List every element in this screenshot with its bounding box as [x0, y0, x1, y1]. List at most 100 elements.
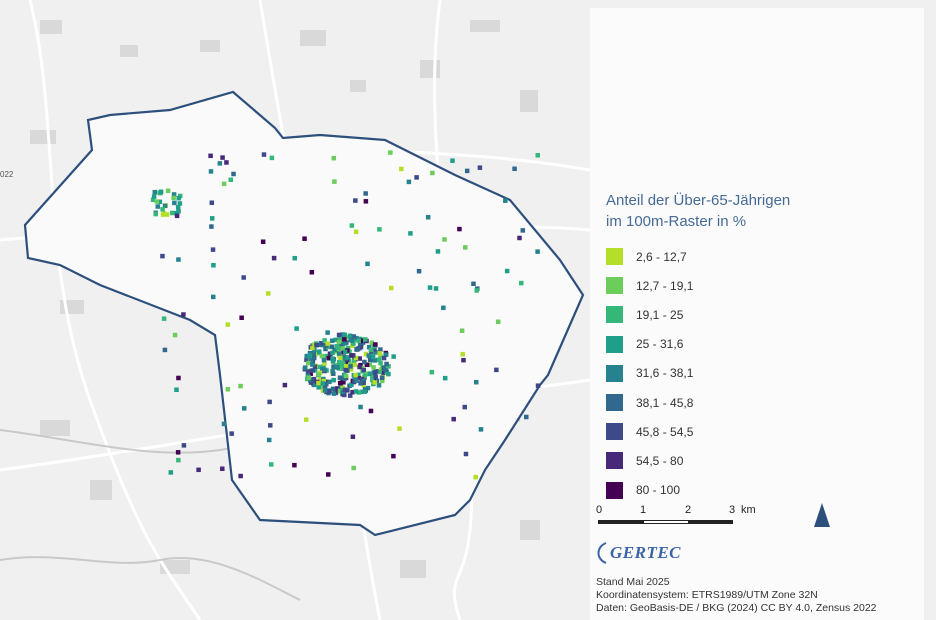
raster-cell — [359, 376, 365, 382]
raster-cell — [150, 197, 156, 202]
raster-cell — [302, 236, 307, 241]
raster-cell — [348, 364, 353, 369]
raster-cell — [208, 169, 214, 174]
raster-cell — [378, 360, 383, 366]
legend-label: 19,1 - 25 — [636, 307, 684, 322]
raster-cell — [370, 377, 375, 383]
raster-cell — [306, 360, 311, 366]
raster-cell — [327, 389, 332, 394]
raster-cell — [356, 390, 362, 395]
logo-arc-icon — [597, 542, 607, 564]
raster-cell — [341, 380, 346, 385]
raster-cell — [162, 203, 168, 209]
raster-cell — [316, 380, 321, 386]
raster-cell — [332, 179, 337, 184]
raster-cell — [327, 379, 332, 385]
raster-cell — [160, 207, 165, 212]
raster-cell — [317, 364, 323, 370]
raster-cell — [241, 275, 246, 280]
raster-cell — [238, 473, 243, 479]
raster-cell — [473, 474, 478, 480]
raster-cell — [311, 382, 317, 388]
raster-cell — [345, 345, 351, 351]
raster-cell — [266, 437, 272, 443]
raster-cell — [381, 355, 387, 361]
raster-cell — [155, 204, 161, 209]
raster-cell — [308, 380, 314, 385]
raster-cell — [176, 375, 181, 381]
raster-cell — [416, 268, 422, 274]
raster-cell — [399, 166, 404, 172]
raster-cell — [229, 431, 234, 436]
legend-title-line2: im 100m-Raster in % — [606, 213, 747, 230]
raster-cell — [460, 351, 465, 357]
raster-cell — [306, 375, 312, 380]
raster-cell — [477, 165, 483, 170]
raster-cell — [176, 209, 181, 214]
raster-cell — [478, 427, 484, 432]
raster-cell — [161, 316, 167, 321]
raster-cell — [172, 332, 178, 338]
raster-cell — [317, 377, 323, 382]
raster-cell — [406, 179, 412, 185]
raster-cell — [326, 472, 331, 477]
raster-cell — [316, 372, 322, 377]
raster-cell — [337, 380, 343, 386]
raster-cell — [311, 355, 317, 361]
raster-cell — [225, 322, 231, 327]
raster-cell — [350, 343, 355, 348]
raster-cell — [464, 168, 470, 174]
legend-label: 12,7 - 19,1 — [636, 278, 694, 293]
raster-cell — [427, 285, 433, 290]
raster-cell — [524, 414, 529, 420]
raster-cell — [310, 362, 315, 367]
raster-cell — [364, 362, 370, 368]
raster-cell — [377, 369, 383, 375]
raster-cell — [238, 383, 243, 389]
raster-cell — [358, 404, 363, 410]
raster-cell — [171, 195, 176, 201]
raster-cell — [175, 204, 181, 210]
raster-cell — [517, 235, 522, 241]
edge-text-fragment: 022 — [0, 170, 14, 179]
raster-cell — [376, 383, 382, 388]
raster-cell — [217, 161, 223, 166]
raster-cell — [335, 365, 341, 370]
raster-cell — [372, 370, 378, 375]
scale-segment — [599, 521, 644, 523]
raster-cell — [347, 333, 353, 339]
raster-cell — [343, 363, 349, 369]
legend-item: 12,7 - 19,1 — [606, 271, 693, 300]
raster-cell — [352, 362, 358, 368]
raster-cell — [335, 363, 341, 368]
raster-cell — [304, 353, 309, 359]
scale-tick-label: 0 — [595, 504, 603, 516]
raster-cell — [271, 255, 277, 261]
legend-label: 54,5 - 80 — [636, 453, 684, 468]
raster-cell — [430, 170, 435, 176]
raster-cell — [370, 374, 375, 380]
raster-cell — [357, 356, 362, 361]
raster-cell — [351, 465, 356, 471]
raster-cell — [414, 175, 419, 180]
raster-cell — [360, 340, 366, 345]
raster-cell — [357, 341, 363, 347]
raster-cell — [355, 346, 361, 351]
raster-cell — [343, 340, 348, 346]
raster-cell — [380, 378, 385, 384]
raster-cell — [371, 365, 376, 370]
raster-cell — [366, 344, 372, 350]
legend-item: 2,6 - 12,7 — [606, 242, 693, 271]
raster-cell — [314, 342, 319, 348]
raster-cell — [362, 389, 367, 394]
raster-cell — [152, 189, 158, 195]
raster-cell — [157, 199, 163, 205]
raster-cell — [391, 354, 396, 359]
raster-cell — [356, 372, 361, 378]
raster-cell — [354, 335, 359, 341]
raster-cell — [211, 263, 216, 268]
raster-cell — [350, 434, 356, 440]
raster-cell — [338, 366, 344, 371]
raster-cell — [353, 372, 358, 378]
raster-cell — [325, 341, 330, 346]
